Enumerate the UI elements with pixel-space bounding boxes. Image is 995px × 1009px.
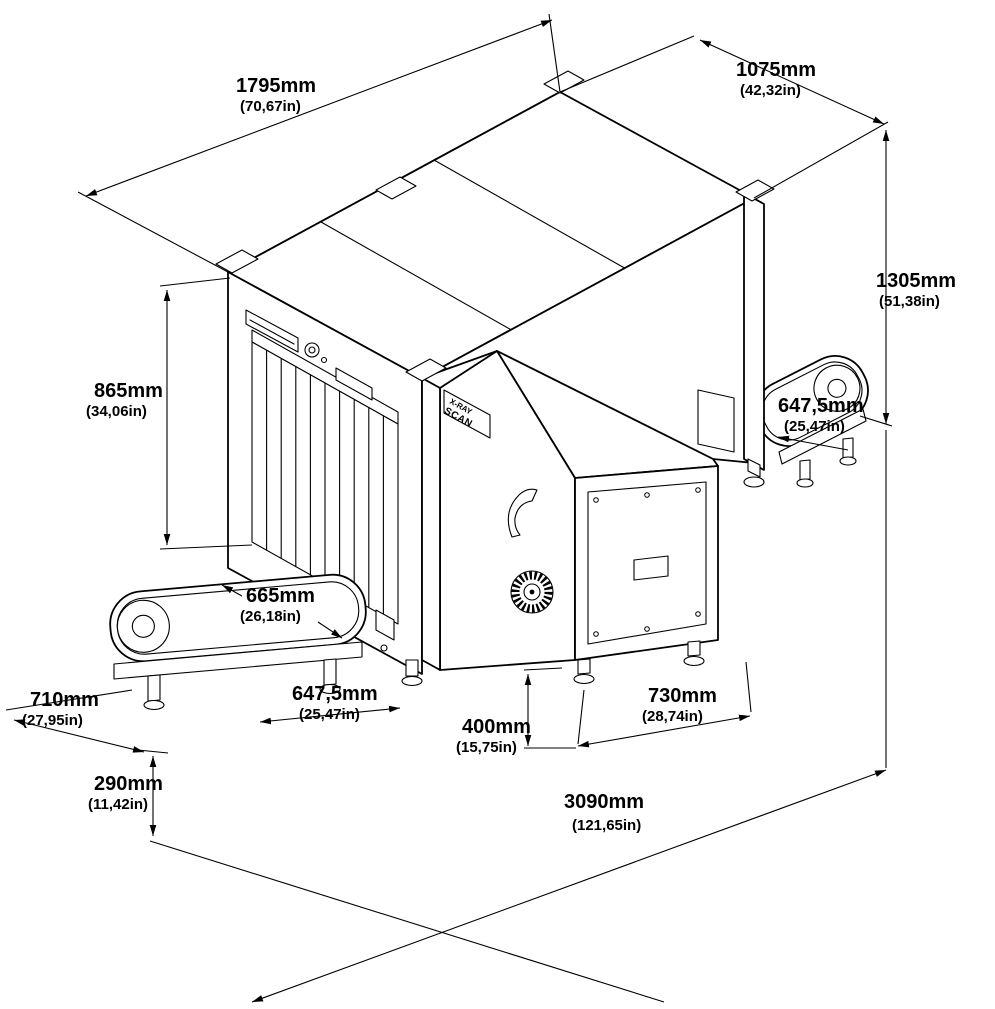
dim-top-length-mm: 1795mm [236,75,316,97]
dim-overall-length-mm: 3090mm [564,791,644,813]
display [245,309,299,353]
dimension-height: 1305mm (51,38in) [859,130,956,427]
brand-plate [443,389,491,439]
dim-overall-length-in: (121,65in) [572,817,641,834]
exit-conveyor [755,355,869,488]
door-plate [633,555,669,581]
cabinet-foot [683,655,705,667]
dim-exit-belt-width-in: (25,47in) [784,418,845,435]
panel-plate [335,367,373,401]
exit-belt-frame [778,408,867,465]
dim-top-width-in: (42,32in) [740,82,801,99]
dimension-entry-extension: 710mm (27,95in) [5,689,145,753]
tunnel-curtain [251,341,399,625]
dimension-top-width: 1075mm (42,32in) [559,35,889,199]
front-corner-column [421,377,441,671]
front-foot [401,675,423,687]
dimension-base-depth: 400mm (15,75in) [456,667,576,756]
right-face [421,197,755,464]
exit-belt-foot [796,478,814,488]
control-panel [245,309,373,401]
dim-cabinet-width-in: (28,74in) [642,708,703,725]
dim-height-in: (51,38in) [879,293,940,310]
rear-foot [743,476,765,488]
cabinet-foot [573,673,595,685]
exit-belt-foot [839,456,857,466]
dim-exit-belt-width-mm: 647,5mm [778,395,864,417]
dim-opening-height-in: (34,06in) [86,403,147,420]
dim-belt-height-mm: 290mm [94,773,163,795]
dim-entry-extension-mm: 710mm [30,689,99,711]
console-section: X-RAY SCAN [421,350,719,671]
entrance-face [227,271,423,675]
machine-body: X-RAY SCAN [215,70,775,687]
dimension-exit-belt-width: 647,5mm (25,47in) [777,395,864,451]
dimension-cabinet-width: 730mm (28,74in) [577,661,752,748]
dimension-top-length: 1795mm (70,67in) [77,13,561,273]
dimension-entry-belt-length: 647,5mm (25,47in) [259,683,401,725]
entry-belt-frame [113,641,363,680]
dim-base-depth-in: (15,75in) [456,739,517,756]
sensor-box [375,609,395,641]
handle [507,488,538,538]
dim-height-mm: 1305mm [876,270,956,292]
dim-belt-height-in: (11,42in) [88,796,148,813]
dim-top-width-mm: 1075mm [736,59,816,81]
dim-belt-width-in: (26,18in) [240,608,301,625]
dimension-opening-height: 865mm (34,06in) [86,277,253,550]
dim-opening-height-mm: 865mm [94,380,163,402]
dim-belt-width-mm: 665mm [246,585,315,607]
entry-belt-foot [319,683,341,695]
dim-cabinet-width-mm: 730mm [648,685,717,707]
rear-corner-column [743,192,765,471]
dim-entry-extension-in: (27,95in) [22,712,83,729]
dim-base-depth-mm: 400mm [462,716,531,738]
vent-rosette [510,570,554,614]
dim-top-length-in: (70,67in) [240,98,301,115]
key-switch [320,356,328,364]
service-cabinet [573,465,719,685]
dimension-belt-width: 665mm (26,18in) [221,584,343,639]
dimension-overall-length: 3090mm (121,65in) [251,430,887,1003]
side-panel [697,389,735,453]
entry-conveyor [109,573,367,711]
dim-entry-belt-length-in: (25,47in) [299,706,360,723]
dim-entry-belt-length-mm: 647,5mm [292,683,378,705]
entry-belt-foot [143,699,165,711]
